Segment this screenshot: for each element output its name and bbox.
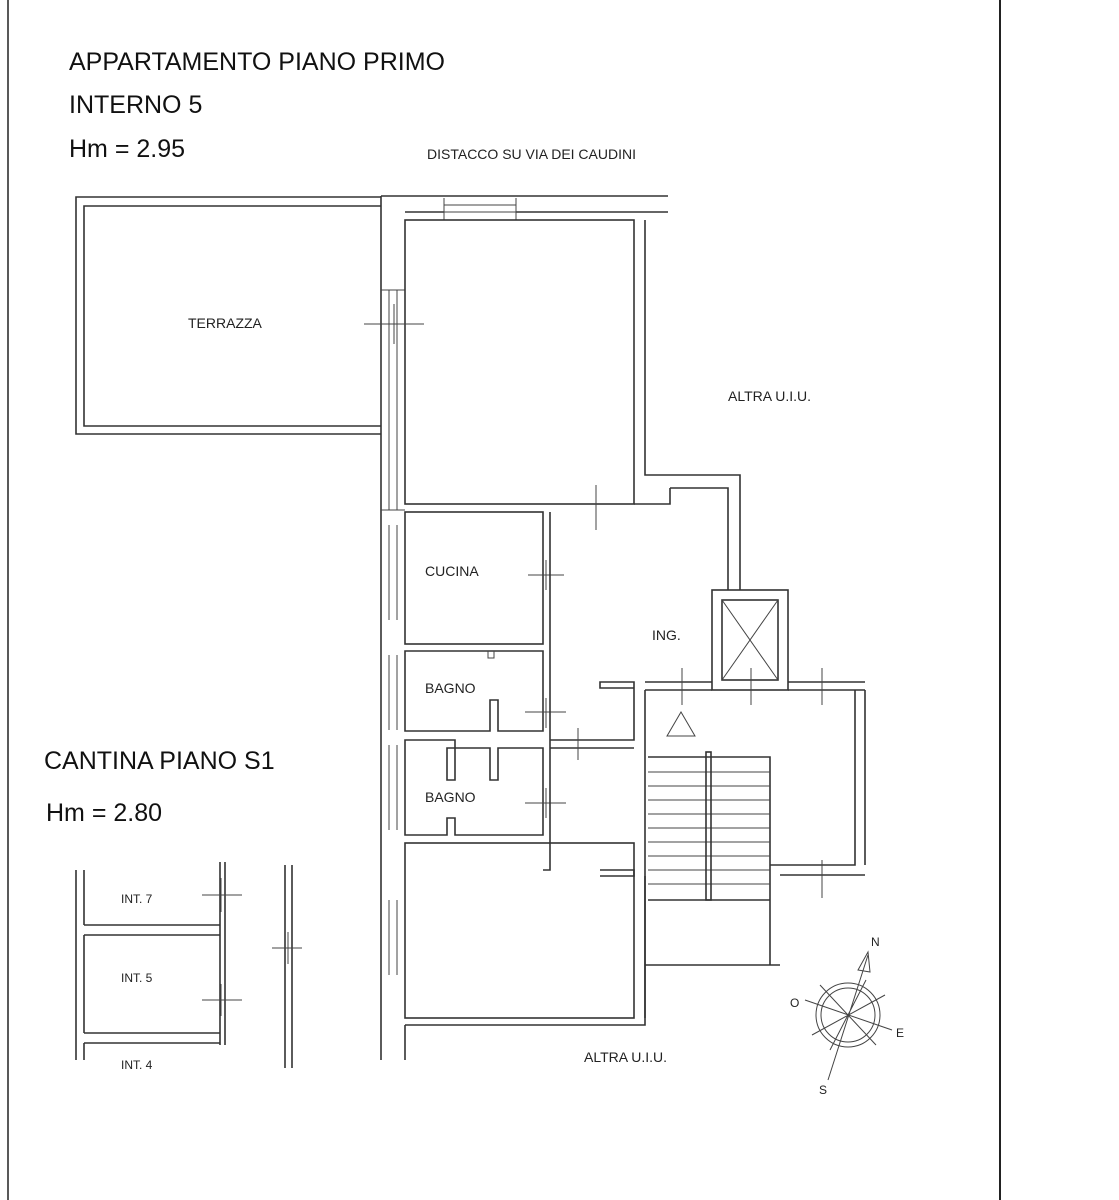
compass-west: O bbox=[790, 996, 799, 1010]
compass-south: S bbox=[819, 1083, 827, 1097]
plan-title: APPARTAMENTO PIANO PRIMO bbox=[69, 48, 445, 76]
compass-north: N bbox=[871, 935, 880, 949]
cantina-walls bbox=[75, 862, 302, 1068]
cantina-unit-int7: INT. 7 bbox=[121, 892, 153, 906]
plan-height: Hm = 2.95 bbox=[69, 135, 185, 163]
room-label-cucina: CUCINA bbox=[425, 563, 479, 579]
compass-rose-icon bbox=[804, 950, 893, 1081]
room-label-ingresso: ING. bbox=[652, 627, 681, 643]
apartment-walls bbox=[75, 195, 866, 1060]
cantina-title: CANTINA PIANO S1 bbox=[44, 747, 275, 775]
plan-subtitle: INTERNO 5 bbox=[69, 91, 202, 119]
neighbor-label-bottom: ALTRA U.I.U. bbox=[584, 1049, 667, 1065]
cantina-unit-int4: INT. 4 bbox=[121, 1058, 153, 1072]
cantina-unit-int5: INT. 5 bbox=[121, 971, 153, 985]
room-label-bagno-2: BAGNO bbox=[425, 789, 476, 805]
room-label-bagno-1: BAGNO bbox=[425, 680, 476, 696]
neighbor-label-top: ALTRA U.I.U. bbox=[728, 388, 811, 404]
cantina-height: Hm = 2.80 bbox=[46, 799, 162, 827]
street-label: DISTACCO SU VIA DEI CAUDINI bbox=[427, 146, 636, 162]
compass-east: E bbox=[896, 1026, 904, 1040]
room-label-terrazza: TERRAZZA bbox=[188, 315, 263, 331]
